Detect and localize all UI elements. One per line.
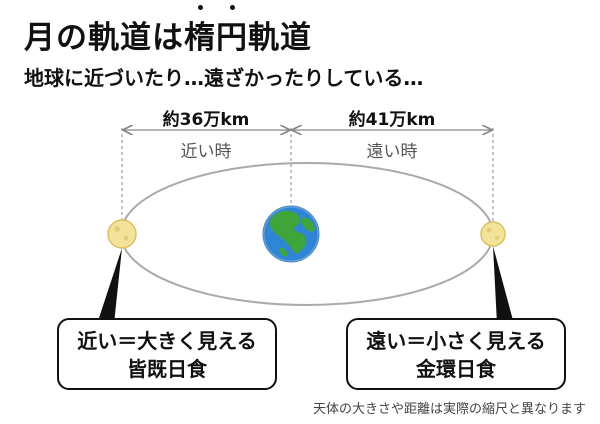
- moon-perigee-icon: [107, 219, 137, 249]
- far-callout-pointer: [493, 246, 514, 324]
- far-time-label: 遠い時: [366, 142, 418, 162]
- earth-icon: [261, 204, 321, 264]
- near-distance-label: 約36万km: [162, 110, 250, 130]
- title-suffix: 軌道: [248, 20, 312, 56]
- far-callout-text: 遠い＝小さく見える: [366, 329, 546, 353]
- far-callout: 遠い＝小さく見える 金環日食: [346, 318, 566, 390]
- title-emphasized-char-1: 楕: [184, 5, 216, 57]
- near-callout-text: 近い＝大きく見える: [77, 329, 257, 353]
- near-callout-eclipse: 皆既日食: [127, 357, 207, 381]
- far-callout-eclipse: 金環日食: [416, 357, 496, 381]
- title-prefix: 月の軌道は: [24, 20, 184, 56]
- moon-apogee-icon: [480, 221, 506, 247]
- near-time-label: 近い時: [180, 142, 232, 162]
- scale-disclaimer: 天体の大きさや距離は実際の縮尺と異なります: [312, 402, 586, 417]
- title-emphasized-char-2: 円: [216, 5, 248, 57]
- near-callout-pointer: [97, 248, 122, 324]
- page-title: 月の軌道は楕円軌道: [24, 5, 312, 57]
- near-callout: 近い＝大きく見える 皆既日食: [57, 318, 277, 390]
- far-distance-label: 約41万km: [348, 110, 436, 130]
- subtitle: 地球に近づいたり…遠ざかったりしている…: [24, 66, 424, 90]
